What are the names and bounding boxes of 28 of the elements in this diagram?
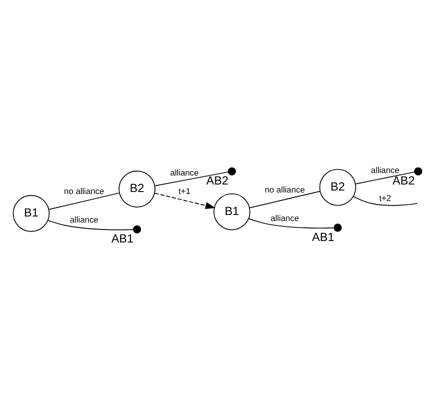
edge-label: alliance xyxy=(170,168,199,178)
node-circle: B1 xyxy=(12,195,50,232)
connector xyxy=(248,218,334,229)
edge-label: no alliance xyxy=(264,184,305,194)
edge-label: alliance xyxy=(70,214,98,225)
node-label: AB1 xyxy=(111,232,134,246)
connector xyxy=(154,172,228,186)
node-circle xyxy=(132,225,142,234)
node-circle xyxy=(334,224,342,232)
node-circle xyxy=(414,167,422,176)
connector xyxy=(48,192,120,210)
node-circle: B2 xyxy=(319,168,356,206)
node-label: AB1 xyxy=(312,230,334,244)
edge-label: t+2 xyxy=(379,192,392,203)
connector xyxy=(249,190,320,208)
edge-label: alliance xyxy=(370,165,400,176)
edge-label: t+1 xyxy=(178,186,190,196)
edge-label: no alliance xyxy=(64,186,104,196)
arrow xyxy=(154,192,216,210)
connector xyxy=(353,196,418,206)
node-circle: B1 xyxy=(214,193,250,230)
node-circle: B2 xyxy=(118,170,156,208)
connector xyxy=(355,172,415,184)
edge-label: alliance xyxy=(270,212,300,223)
node-label: AB2 xyxy=(392,174,415,188)
connector xyxy=(48,220,134,230)
node-label: AB2 xyxy=(206,174,228,188)
node-circle xyxy=(228,167,236,176)
